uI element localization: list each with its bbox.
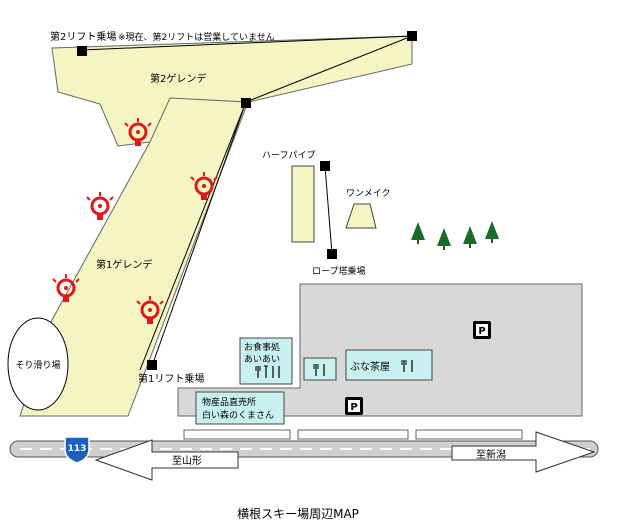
product-shop bbox=[195, 391, 285, 425]
arrow-to-yamagata bbox=[94, 439, 239, 481]
lift-2-line bbox=[81, 35, 413, 51]
lift-junction-station bbox=[241, 98, 251, 108]
parking-icon: P bbox=[473, 321, 491, 339]
buna-chaya-label: ぶな茶屋 bbox=[350, 360, 390, 373]
onemake-jump bbox=[345, 203, 377, 229]
to-yamagata-label: 至山形 bbox=[172, 455, 202, 467]
danger-marker-icon bbox=[124, 118, 152, 146]
route-shield-icon: 113 bbox=[64, 436, 90, 464]
restaurant-name-line2: あいあい bbox=[244, 354, 280, 365]
utensils-icon bbox=[272, 366, 280, 378]
arrow-to-niigata bbox=[451, 431, 596, 473]
entrance-gap bbox=[297, 429, 409, 440]
lift-1-line-b bbox=[139, 101, 247, 371]
tree-icon bbox=[411, 222, 425, 244]
sledding-label: そり滑り場 bbox=[15, 359, 60, 371]
utensils-icon bbox=[255, 365, 268, 378]
lift2-label: 第2リフト乗場 bbox=[50, 30, 116, 43]
ropetow-label: ロープ塔乗場 bbox=[312, 265, 365, 277]
svg-text:P: P bbox=[478, 326, 485, 337]
slope1-label: 第1ゲレンデ bbox=[96, 258, 152, 271]
utensils-icon bbox=[401, 360, 413, 372]
to-niigata-label: 至新潟 bbox=[476, 448, 506, 461]
tree-icon bbox=[437, 228, 451, 250]
lift2-note: ※現在、第2リフトは営業していません bbox=[118, 31, 275, 43]
tree-icon bbox=[463, 226, 477, 248]
parking-icon: P bbox=[345, 397, 363, 415]
utensils-icon bbox=[313, 364, 325, 376]
tree-icon bbox=[485, 221, 499, 243]
halfpipe-label: ハーフパイプ bbox=[262, 150, 315, 161]
rope-tow-station bbox=[327, 249, 337, 259]
route-number: 113 bbox=[68, 444, 87, 454]
danger-marker-icon bbox=[52, 274, 80, 302]
lift-2-station bbox=[77, 46, 87, 56]
danger-marker-icon bbox=[86, 192, 114, 220]
lift-2-line-lower bbox=[245, 35, 413, 103]
onemake-label: ワンメイク bbox=[346, 188, 391, 199]
rope-tow-line bbox=[324, 165, 333, 255]
shop-name-line1: 物産品直売所 bbox=[202, 396, 256, 408]
buna-chaya bbox=[345, 349, 433, 381]
halfpipe-area bbox=[291, 165, 315, 243]
sledding-area bbox=[7, 317, 69, 411]
lift-1-station bbox=[147, 360, 157, 370]
lift-1-line-a bbox=[151, 101, 247, 367]
entrance-gap bbox=[415, 429, 523, 440]
entrance-gap bbox=[183, 429, 291, 440]
danger-marker-icon bbox=[190, 172, 218, 200]
danger-marker-icon bbox=[136, 296, 164, 324]
lift-2-top-station bbox=[407, 31, 417, 41]
rope-tow-top-station bbox=[320, 161, 330, 171]
slope2-label: 第2ゲレンデ bbox=[150, 72, 206, 85]
rest-shelter bbox=[303, 357, 337, 381]
svg-text:P: P bbox=[350, 402, 357, 413]
map-title: 横根スキー場周辺MAP bbox=[237, 507, 359, 521]
lift1-label: 第1リフト乗場 bbox=[138, 372, 204, 385]
shop-name-line2: 白い森のくまさん bbox=[202, 409, 274, 421]
restaurant-name-line1: お食事処 bbox=[244, 341, 280, 353]
